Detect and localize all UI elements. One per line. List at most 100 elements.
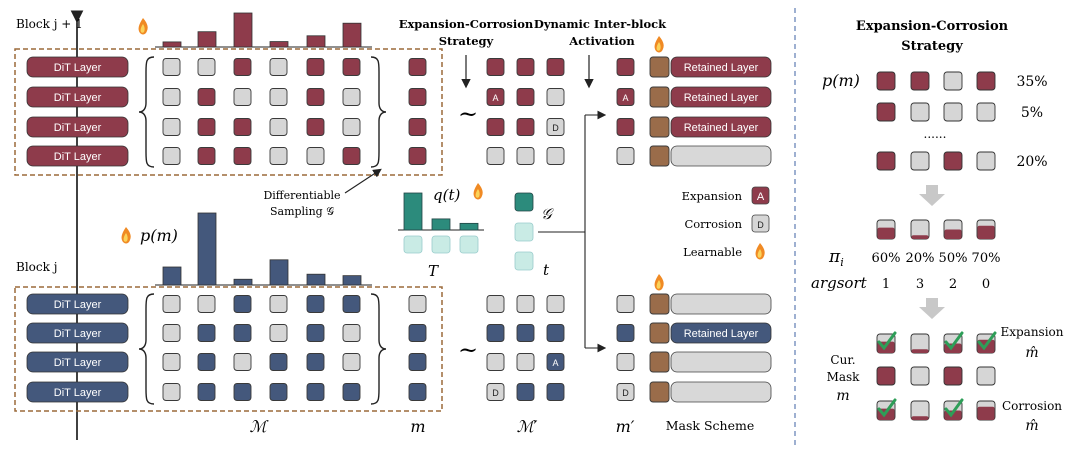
m-prime-label: m′: [616, 417, 635, 436]
top-mprime-grid: AD: [486, 58, 565, 165]
final-cell-fill: [911, 349, 929, 353]
mprime-cell: [546, 324, 565, 342]
mask-cell: [233, 58, 252, 76]
mask-cell: [342, 88, 361, 106]
right-panel-title-2: Strategy: [901, 39, 963, 54]
flame-icon: [473, 183, 483, 200]
skipped-layer-button: [670, 351, 772, 373]
top-tilde: ~: [458, 100, 478, 128]
m-prime-cell: [616, 295, 635, 313]
q-t-histogram: [398, 192, 484, 231]
argsort-value: 0: [982, 277, 990, 292]
mask-cell: [233, 295, 252, 313]
histogram-bar: [342, 22, 362, 48]
flame-icon: [755, 243, 765, 260]
p-m-label: p(m): [140, 226, 178, 245]
mask-cell: [162, 353, 181, 371]
mask-cell: [233, 353, 252, 371]
argsort-value: 3: [916, 277, 924, 292]
histogram-bar: [162, 41, 182, 48]
mprime-cell: [486, 88, 505, 106]
bottom-mprime-grid: AD: [486, 295, 565, 401]
pi-cell-fill: [911, 235, 929, 239]
dist-cell: [976, 71, 996, 91]
T-label: T: [428, 262, 439, 280]
mask-cell: [306, 88, 325, 106]
dist-percent: 5%: [1021, 105, 1043, 121]
mask-cell: [233, 383, 252, 401]
mprime-cell: [546, 295, 565, 313]
activation-cell: [649, 56, 670, 78]
mask-cell: [342, 324, 361, 342]
mprime-cell: [486, 324, 505, 342]
mask-cell: [269, 118, 288, 136]
bottom-left-brace: [138, 293, 155, 405]
diff-sampling-arrow: [344, 168, 382, 194]
mask-cell: [197, 147, 216, 165]
dist-cell: [910, 71, 930, 91]
flame-icon: [654, 274, 664, 291]
ellipsis: ......: [924, 127, 947, 141]
top-left-brace: [138, 56, 155, 168]
mprime-cell: [516, 383, 535, 401]
dist-cell: [943, 71, 963, 91]
final-cell-fill: [911, 416, 929, 420]
m-cell: [408, 353, 427, 371]
histogram-bar: [162, 266, 182, 286]
retained-layer-label: Retained Layer: [684, 62, 759, 74]
legend-corrosion: Corrosion: [684, 217, 742, 231]
t-label: t: [543, 261, 550, 279]
right-p-m-label: p(m): [822, 71, 860, 90]
dit-layer-label: DiT Layer: [54, 328, 102, 340]
mask-cell: [342, 353, 361, 371]
mask-cell: [162, 147, 181, 165]
dist-cell: [876, 102, 896, 122]
mprime-cell-letter: A: [552, 358, 558, 368]
argsort-value: 2: [949, 277, 957, 292]
dit-layer-label: DiT Layer: [54, 299, 102, 311]
dit-layer-button: [26, 351, 129, 373]
mask-cell: [269, 147, 288, 165]
T-cell: [431, 235, 451, 254]
mask-cell: [269, 88, 288, 106]
m-label: m: [410, 417, 425, 436]
mask-cell: [342, 58, 361, 76]
mask-cell: [197, 88, 216, 106]
histogram-bar: [233, 278, 253, 286]
mask-cell: [306, 353, 325, 371]
legend-corrosion-letter: D: [757, 220, 764, 230]
mprime-cell: [546, 147, 565, 165]
retained-layer-button: [670, 56, 772, 78]
mprime-cell-letter: A: [492, 93, 498, 103]
final-cell-fill: [977, 406, 995, 420]
checkmark-icon: [977, 331, 997, 351]
dit-layer-label: DiT Layer: [54, 151, 102, 163]
gumbel-sample-cells: [514, 192, 534, 271]
activation-cell: [649, 322, 670, 344]
mask-cell: [306, 324, 325, 342]
checkmark-icon: [944, 331, 964, 351]
top-mask-grid: [162, 58, 361, 165]
mask-cell: [233, 88, 252, 106]
dist-cell: [910, 151, 930, 171]
dit-layer-button: [26, 322, 129, 344]
mprime-cell: [486, 58, 505, 76]
activation-cell: [649, 86, 670, 108]
m-prime-cell: [616, 383, 635, 401]
right-panel-title: Expansion-Corrosion: [856, 19, 1009, 34]
expansion-side-label: Expansion: [1000, 325, 1063, 339]
dynamic-activation-heading: Dynamic Inter-block: [534, 17, 667, 31]
mask-cell: [197, 324, 216, 342]
m-hat-bottom: m̂: [1025, 418, 1038, 434]
m-prime-cell: [616, 58, 635, 76]
dist-cell: [876, 151, 896, 171]
m-prime-cell: [616, 324, 635, 342]
mask-cell: [269, 58, 288, 76]
corrosion-side-label: Corrosion: [1002, 399, 1062, 413]
mask-cell: [162, 383, 181, 401]
mprime-cell: [546, 58, 565, 76]
block-top-frame: [14, 48, 443, 176]
mask-cell: [197, 353, 216, 371]
expansion-corrosion-heading-2: Strategy: [439, 34, 494, 48]
